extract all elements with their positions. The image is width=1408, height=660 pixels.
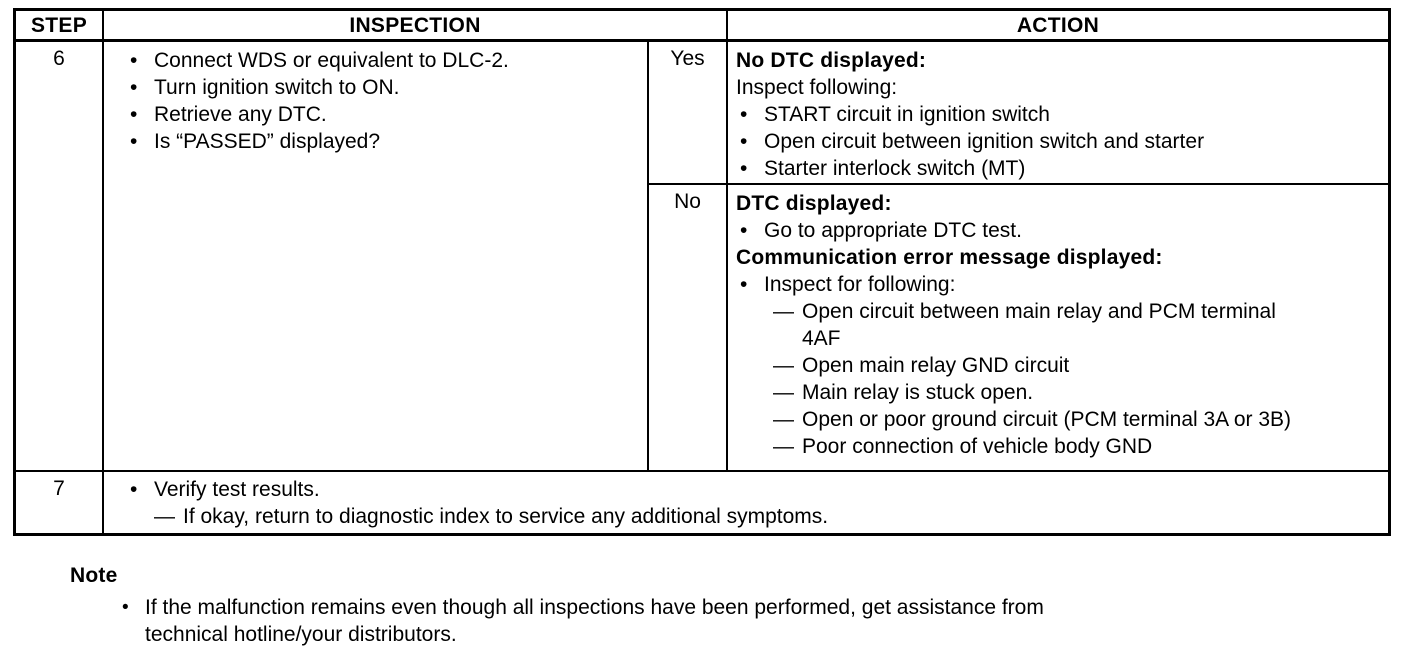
line-dash: — Main relay is stuck open. [773,379,1380,406]
dash-icon: — [154,505,175,528]
line-text: No DTC displayed: [736,49,927,72]
dash-icon: — [773,408,794,431]
bullet-icon: • [740,157,748,180]
dash-icon: — [773,435,794,458]
line-dash: — If okay, return to diagnostic index to … [154,503,1378,530]
step-6-inspection-cell: • Connect WDS or equivalent to DLC-2. • Tur… [104,42,649,472]
line-bold: DTC displayed: [736,190,1380,217]
line-text: Open circuit between main relay and PCM … [802,300,1276,323]
line-bullet: • Open circuit between ignition switch an… [740,128,1380,155]
line-text: If okay, return to diagnostic index to s… [183,505,829,528]
line-bold: No DTC displayed: [736,47,1380,74]
line-text: If the malfunction remains even though a… [145,596,1044,619]
line-dash: — Open or poor ground circuit (PCM termin… [773,406,1380,433]
line-text: Is “PASSED” displayed? [154,130,381,153]
line-text: Connect WDS or equivalent to DLC-2. [154,49,509,72]
line-dash: — Open main relay GND circuit [773,352,1380,379]
line-text: Poor connection of vehicle body GND [802,435,1153,458]
bullet-icon: • [130,130,138,153]
dash-icon: — [773,354,794,377]
line-text: Verify test results. [154,478,320,501]
line-text: Open main relay GND circuit [802,354,1070,377]
step-6-number-cell: 6 [16,42,104,472]
no-branch-cell: No [649,185,728,472]
line-text: Retrieve any DTC. [154,103,327,126]
note-section: Note • If the malfunction remains even th… [70,562,1350,648]
diagnostic-table: STEP INSPECTION ACTION 6 • Connect WDS or… [13,8,1391,536]
line-text: Communication error message displayed: [736,246,1163,269]
bullet-icon: • [740,103,748,126]
line-bullet: • Verify test results. [130,476,1378,503]
note-title: Note [70,564,118,587]
line-cont: technical hotline/your distributors. [145,621,1350,648]
bullet-icon: • [130,49,138,72]
line-bullet: • Retrieve any DTC. [130,101,637,128]
no-action-cell: DTC displayed: • Go to appropriate DTC tes… [728,185,1388,472]
dash-icon: — [773,381,794,404]
step-column-header: STEP [16,11,104,42]
bullet-icon: • [740,130,748,153]
line-plain: Inspect following: [736,74,1380,101]
bullet-icon: • [122,597,129,618]
step-7-content-cell: • Verify test results. — If okay, return to… [104,472,1388,533]
line-text: DTC displayed: [736,192,892,215]
yes-branch-cell: Yes [649,42,728,185]
bullet-icon: • [130,103,138,126]
inspection-column-header: INSPECTION [104,11,728,42]
line-text: Open circuit between ignition switch and… [764,130,1205,153]
dash-icon: — [773,300,794,323]
line-text: Open or poor ground circuit (PCM termina… [802,408,1292,431]
bullet-icon: • [740,219,748,242]
line-bold: Communication error message displayed: [736,244,1380,271]
line-text: 4AF [802,327,841,350]
line-dash: — Open circuit between main relay and PCM… [773,298,1380,325]
step-7-number-cell: 7 [16,472,104,533]
line-text: technical hotline/your distributors. [145,623,457,646]
yes-action-cell: No DTC displayed: Inspect following: • STAR… [728,42,1388,185]
line-text: Inspect following: [736,76,898,99]
line-text: Inspect for following: [764,273,956,296]
line-bullet: • Connect WDS or equivalent to DLC-2. [130,47,637,74]
line-text: Starter interlock switch (MT) [764,157,1026,180]
line-text: START circuit in ignition switch [764,103,1050,126]
line-cont: 4AF [802,325,1380,352]
line-bullet: • If the malfunction remains even though … [122,594,1350,621]
line-bullet: • Starter interlock switch (MT) [740,155,1380,182]
line-bullet: • START circuit in ignition switch [740,101,1380,128]
line-bullet: • Is “PASSED” displayed? [130,128,637,155]
action-column-header: ACTION [728,11,1388,42]
note-body: • If the malfunction remains even though … [70,594,1350,648]
line-dash: — Poor connection of vehicle body GND [773,433,1380,460]
line-bullet: • Go to appropriate DTC test. [740,217,1380,244]
bullet-icon: • [740,273,748,296]
line-text: Go to appropriate DTC test. [764,219,1022,242]
line-text: Main relay is stuck open. [802,381,1034,404]
line-bullet: • Turn ignition switch to ON. [130,74,637,101]
line-bullet: • Inspect for following: [740,271,1380,298]
bullet-icon: • [130,76,138,99]
bullet-icon: • [130,478,138,501]
line-text: Turn ignition switch to ON. [154,76,400,99]
